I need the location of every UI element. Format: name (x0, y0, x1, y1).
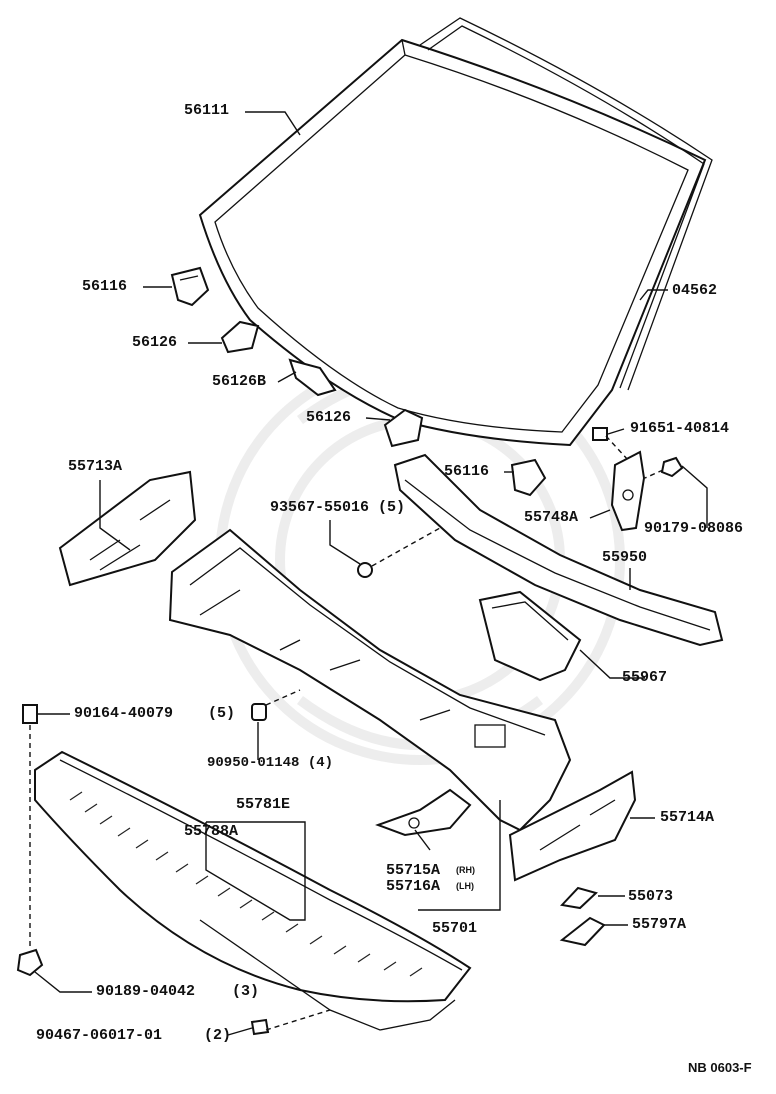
label-55714a: 55714A (660, 809, 715, 826)
air-duct-55967 (478, 590, 582, 682)
clip-90467 (250, 1009, 331, 1036)
cowl-louver (34, 750, 472, 1031)
label-56126b: 56126B (212, 373, 267, 390)
label-55713a: 55713A (68, 458, 123, 475)
label-55967: 55967 (622, 669, 668, 686)
label-55701: 55701 (432, 920, 478, 937)
clip-56116-upper (170, 266, 210, 307)
spacer-56126-lower (383, 408, 424, 448)
clip-90950 (251, 689, 301, 721)
label-55715a-side: (RH) (456, 865, 475, 875)
label-55950: 55950 (602, 549, 648, 566)
label-55797a: 55797A (632, 916, 687, 933)
label-90950: 90950-01148 (4) (207, 755, 334, 771)
grommet-93567 (357, 527, 441, 578)
label-90467-qty: (2) (204, 1027, 232, 1044)
leader-lines (34, 111, 708, 1036)
windshield-glass (198, 38, 707, 447)
label-90467: 90467-06017-01 (36, 1027, 163, 1044)
label-56116-upper: 56116 (82, 278, 128, 295)
label-56126-lower: 56126 (306, 409, 352, 426)
cowl-panel-55950 (393, 453, 724, 647)
label-90189-qty: (3) (232, 983, 260, 1000)
label-55781e: 55781E (236, 796, 291, 813)
bolt-91651 (592, 427, 629, 461)
side-panel-55713a (58, 470, 197, 587)
cowl-top-55701 (168, 528, 572, 832)
spacer-56126-upper (220, 320, 260, 354)
nut-90179 (644, 456, 684, 479)
bolt-90164 (22, 704, 38, 950)
label-90189: 90189-04042 (96, 983, 196, 1000)
label-56116-lower: 56116 (444, 463, 490, 480)
label-90164-qty: (5) (208, 705, 236, 722)
label-90164: 90164-40079 (74, 705, 174, 722)
label-04562: 04562 (672, 282, 718, 299)
label-55788a: 55788A (184, 823, 239, 840)
label-55715a: 55715A (386, 862, 441, 879)
label-55716a: 55716A (386, 878, 441, 895)
label-55748a: 55748A (524, 509, 579, 526)
label-56126-upper: 56126 (132, 334, 178, 351)
windshield-molding (419, 17, 713, 391)
seal-55715a-55716a (375, 788, 472, 837)
label-91651: 91651-40814 (630, 420, 730, 437)
clip-56116-lower (510, 458, 547, 497)
side-panel-55714a (508, 770, 637, 882)
spacer-56126b (288, 358, 337, 397)
label-93567: 93567-55016 (5) (270, 499, 406, 516)
part-55797a (559, 916, 606, 947)
label-56111: 56111 (184, 102, 230, 119)
label-90179: 90179-08086 (644, 520, 744, 537)
nut-90189 (16, 948, 44, 977)
label-55073: 55073 (628, 888, 674, 905)
part-55073 (559, 886, 598, 910)
bracket-55748a (610, 450, 646, 532)
diagram-code: NB 0603-F (688, 1060, 752, 1075)
label-55716a-side: (LH) (456, 881, 474, 891)
